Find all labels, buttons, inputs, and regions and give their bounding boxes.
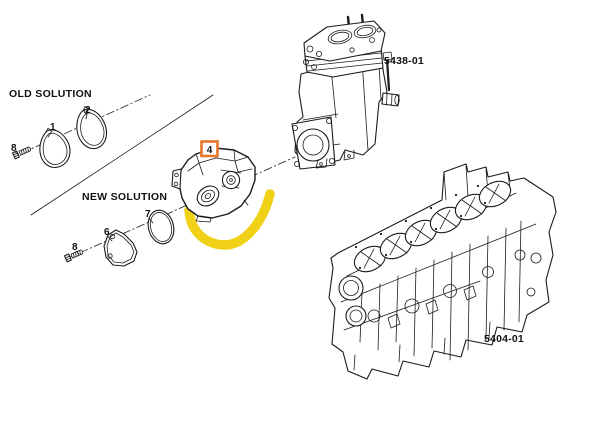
old-gasket-1-illustration — [39, 127, 71, 169]
callout-old-gasket-1: 1 — [50, 122, 56, 133]
new-solution-label: NEW SOLUTION — [82, 191, 167, 203]
callout-new-gasket: 6 — [104, 227, 110, 238]
callout-leader-lines — [14, 113, 154, 255]
callout-new-bolt: 8 — [72, 242, 78, 253]
old-gasket-2-illustration — [76, 106, 108, 150]
callout-old-bolt: 8 — [11, 143, 17, 154]
cylinder-bores — [353, 180, 512, 273]
callout-pump: 4 — [207, 145, 213, 156]
pump-callout-frame — [200, 140, 219, 158]
compressor-part-number: 5438-01 — [384, 55, 424, 67]
new-gasket-illustration — [103, 229, 138, 267]
new-oring-illustration — [147, 209, 175, 245]
callout-old-gasket-2: 2 — [85, 105, 91, 116]
old-bolt-illustration — [11, 146, 32, 160]
deck-bolt-holes — [354, 184, 487, 270]
new-bolt-illustration — [63, 249, 84, 263]
new-solution-centerline — [65, 156, 296, 260]
callout-new-oring: 7 — [145, 209, 151, 220]
old-solution-label: OLD SOLUTION — [9, 88, 92, 100]
pump-highlight-swoosh — [184, 189, 275, 250]
pump-illustration — [171, 147, 256, 223]
divider-line — [30, 94, 214, 216]
engine-block-illustration — [328, 163, 557, 380]
pump-callout-box: 4 — [200, 140, 219, 158]
engine-block-part-number: 5404-01 — [484, 333, 524, 345]
air-compressor-illustration — [291, 13, 400, 170]
